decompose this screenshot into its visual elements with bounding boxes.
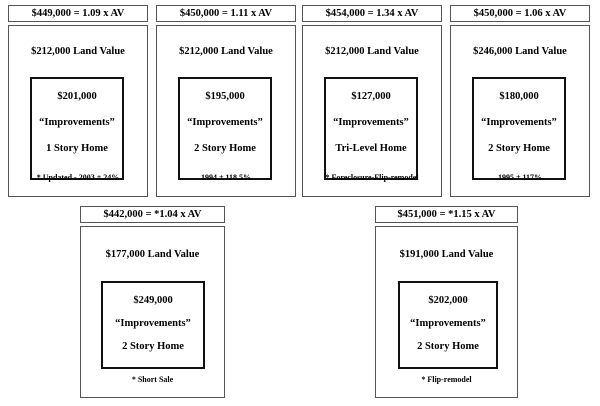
improvements-box: $127,000 “Improvements” Tri-Level Home	[324, 77, 418, 180]
home-type: 2 Story Home	[488, 143, 550, 154]
property-card: $212,000 Land Value $201,000 “Improvemen…	[8, 25, 148, 197]
property-note: * Short Sale	[131, 375, 174, 384]
improvements-box: $202,000 “Improvements” 2 Story Home	[398, 281, 498, 369]
property-note: 1995 + 117%	[497, 173, 543, 182]
land-value: $212,000 Land Value	[31, 46, 125, 57]
improvements-label: “Improvements”	[410, 318, 486, 329]
home-type: 2 Story Home	[417, 341, 479, 352]
improvement-value: $180,000	[499, 91, 539, 102]
property-card: $191,000 Land Value $202,000 “Improvemen…	[375, 226, 518, 398]
property-note: * Updated - 2003 + 24%	[36, 173, 120, 182]
improvements-box: $195,000 “Improvements” 2 Story Home	[178, 77, 272, 180]
land-value: $212,000 Land Value	[179, 46, 273, 57]
improvements-label: “Improvements”	[481, 117, 557, 128]
land-value: $177,000 Land Value	[105, 249, 200, 260]
improvements-label: “Improvements”	[39, 117, 115, 128]
price-label: $454,000 = 1.34 x AV	[302, 5, 442, 22]
price-label: $442,000 = *1.04 x AV	[80, 206, 225, 223]
price-label: $449,000 = 1.09 x AV	[8, 5, 148, 22]
property-card: $212,000 Land Value $195,000 “Improvemen…	[156, 25, 296, 197]
improvements-label: “Improvements”	[333, 117, 409, 128]
property-card: $177,000 Land Value $249,000 “Improvemen…	[80, 226, 225, 398]
home-type: 2 Story Home	[122, 341, 184, 352]
improvement-value: $202,000	[428, 295, 468, 306]
improvements-box: $180,000 “Improvements” 2 Story Home	[472, 77, 566, 180]
home-type: 1 Story Home	[46, 143, 108, 154]
property-note: * Foreclosure-Flip-remodel	[325, 173, 419, 182]
improvements-box: $201,000 “Improvements” 1 Story Home	[30, 77, 124, 180]
price-label: $451,000 = *1.15 x AV	[375, 206, 518, 223]
improvement-value: $249,000	[133, 295, 173, 306]
home-type: Tri-Level Home	[335, 143, 407, 154]
improvement-value: $201,000	[57, 91, 97, 102]
improvements-label: “Improvements”	[187, 117, 263, 128]
property-note: * Flip-remodel	[421, 375, 472, 384]
price-label: $450,000 = 1.06 x AV	[450, 5, 590, 22]
price-label: $450,000 = 1.11 x AV	[156, 5, 296, 22]
improvements-box: $249,000 “Improvements” 2 Story Home	[101, 281, 205, 369]
home-type: 2 Story Home	[194, 143, 256, 154]
land-value: $246,000 Land Value	[473, 46, 567, 57]
property-note: 1994 + 118.5%	[200, 173, 252, 182]
improvements-label: “Improvements”	[115, 318, 191, 329]
property-card: $212,000 Land Value $127,000 “Improvemen…	[302, 25, 442, 197]
improvement-value: $127,000	[351, 91, 391, 102]
land-value: $191,000 Land Value	[399, 249, 494, 260]
land-value: $212,000 Land Value	[325, 46, 419, 57]
improvement-value: $195,000	[205, 91, 245, 102]
property-card: $246,000 Land Value $180,000 “Improvemen…	[450, 25, 590, 197]
